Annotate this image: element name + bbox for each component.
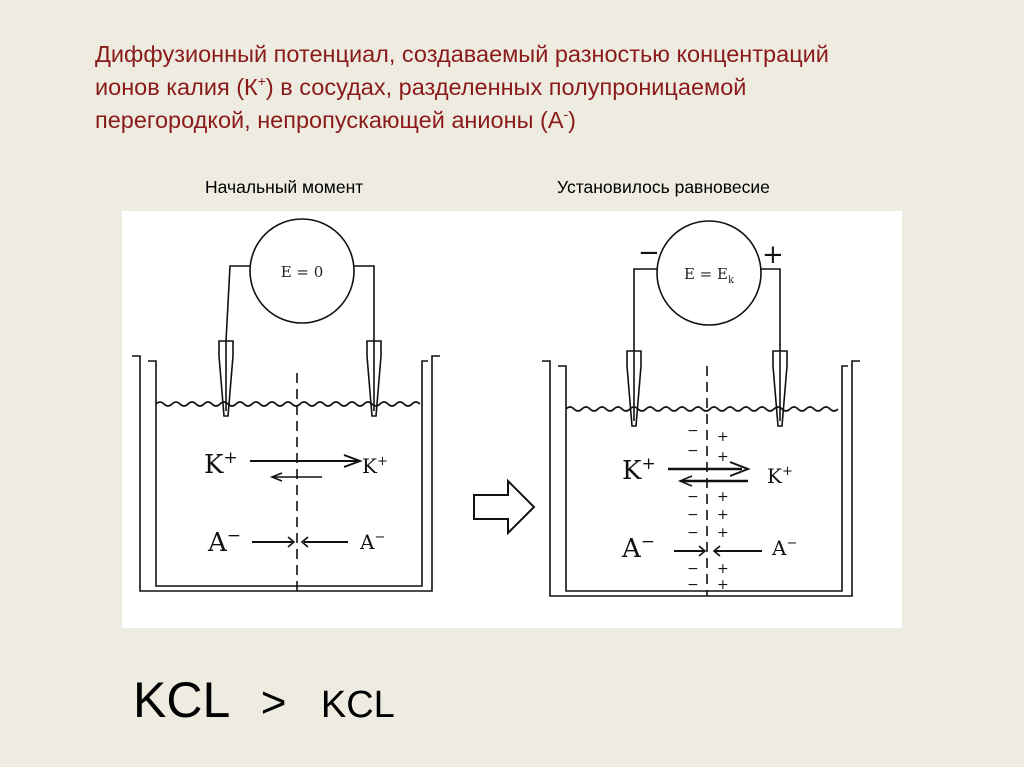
right-wiring (633, 268, 781, 351)
left-meter-label: E = 0 (281, 263, 324, 281)
left-solution-surface (155, 401, 421, 407)
caption-initial-moment: Начальный момент (205, 177, 364, 197)
diffusion-diagram: − + − + − + − + − + − + − + E = 0 K+ K+ A− A− E… (122, 211, 902, 628)
caption-equilibrium: Установилось равновесие (557, 177, 770, 197)
svg-text:+: + (717, 449, 729, 465)
left-wiring (225, 265, 375, 342)
title-line-3: перегородкой, непропускающей анионы (А-) (95, 106, 576, 133)
title-line-1: Диффузионный потенциал, создаваемый разн… (95, 41, 829, 67)
slide-title: Диффузионный потенциал, создаваемый разн… (95, 38, 995, 137)
right-electrode-right (772, 350, 788, 427)
right-pole-negative: − (638, 238, 660, 268)
svg-text:+: + (717, 489, 729, 505)
right-cation-right: K+ (767, 464, 793, 488)
left-cation-left: K+ (204, 448, 238, 480)
svg-text:+: + (717, 507, 729, 523)
left-voltmeter (249, 218, 355, 324)
left-anion-left: A− (207, 526, 241, 558)
left-vessel (132, 355, 440, 592)
membrane-charges: − + − + − + − + − + − + − + (687, 423, 729, 593)
right-anion-right: A− (771, 536, 797, 560)
kcl-low-concentration: KCL (320, 684, 395, 726)
concentration-formula: KCL > KCL (133, 671, 395, 729)
svg-text:−: − (687, 577, 699, 593)
svg-text:−: − (687, 507, 699, 523)
right-anion-left: A− (621, 532, 655, 564)
svg-text:−: − (687, 423, 699, 439)
svg-text:−: − (687, 489, 699, 505)
right-solution-surface (565, 406, 839, 412)
left-cation-arrows (250, 454, 363, 482)
svg-text:+: + (717, 429, 729, 445)
left-anion-arrows (252, 536, 348, 548)
diagram-background (122, 211, 902, 628)
svg-text:+: + (717, 525, 729, 541)
svg-text:+: + (717, 561, 729, 577)
svg-text:+: + (717, 577, 729, 593)
right-cation-left: K+ (622, 454, 656, 486)
left-electrode-left (218, 340, 234, 417)
kcl-high-concentration: KCL (133, 672, 231, 728)
right-vessel (542, 360, 860, 597)
right-pole-positive: + (762, 240, 784, 270)
svg-text:−: − (687, 525, 699, 541)
right-electrode-left (626, 350, 642, 427)
right-meter-label: E = Ek (684, 265, 735, 286)
left-cation-right: K+ (362, 454, 388, 478)
title-line-2: ионов калия (К+) в сосудах, разделенных … (95, 73, 747, 100)
transition-arrow (473, 478, 536, 536)
left-electrode-right (366, 340, 382, 417)
right-anion-arrows (674, 545, 762, 557)
right-cation-arrows (668, 461, 751, 487)
right-voltmeter (656, 220, 762, 326)
left-anion-right: A− (359, 530, 385, 554)
svg-text:−: − (687, 561, 699, 577)
svg-text:−: − (687, 443, 699, 459)
greater-than-sign: > (260, 678, 287, 727)
